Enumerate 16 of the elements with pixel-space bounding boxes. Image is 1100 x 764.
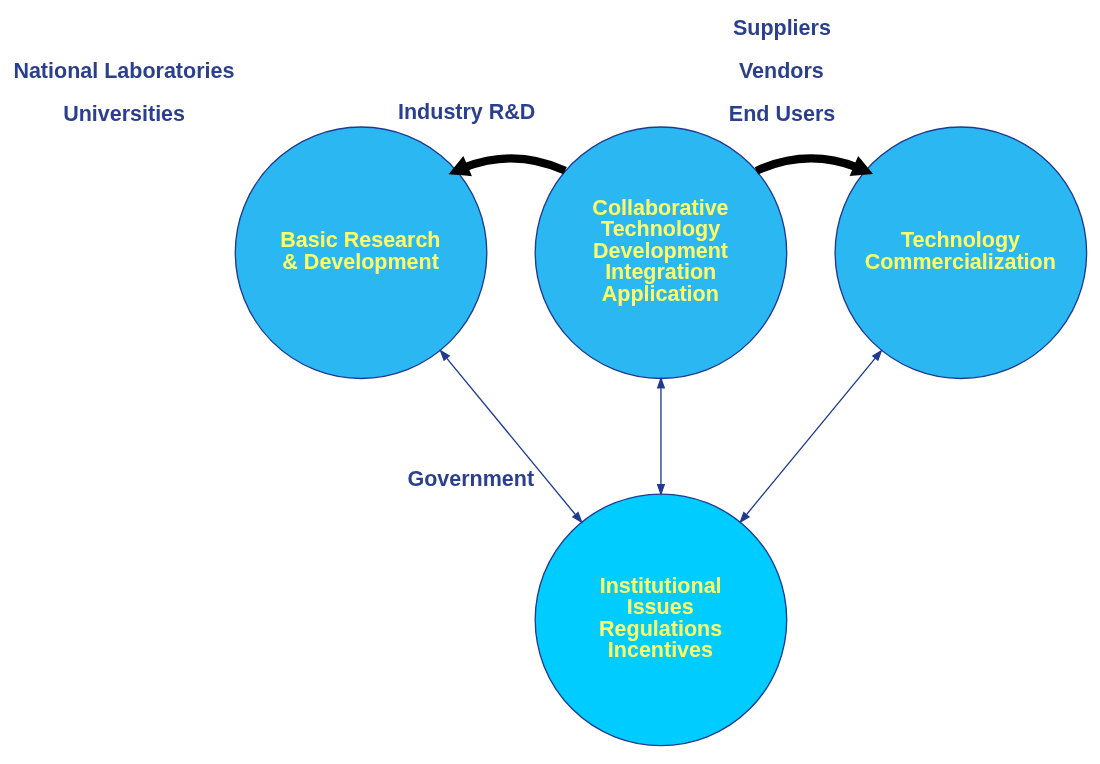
arrow: [754, 153, 874, 176]
arrow: [739, 348, 883, 524]
node-label: Universities: [63, 101, 186, 126]
node-label: Government: [407, 466, 535, 491]
node-label: End Users: [728, 101, 836, 126]
arrow: [656, 375, 666, 496]
node-circle: Institutional Issues Regulations Incentives: [534, 492, 788, 746]
arrow: [439, 348, 583, 524]
node-label: Vendors: [738, 58, 824, 83]
node-circle: Basic Research & Development: [234, 125, 488, 379]
node-label: Suppliers: [732, 15, 831, 40]
arrow: [448, 153, 567, 176]
node-circle: Collaborative Technology Development Integration Application: [534, 125, 788, 379]
node-circle: Technology Commercialization: [834, 125, 1088, 379]
node-label: Industry R&D: [398, 99, 536, 124]
node-label: National Laboratories: [13, 58, 235, 83]
